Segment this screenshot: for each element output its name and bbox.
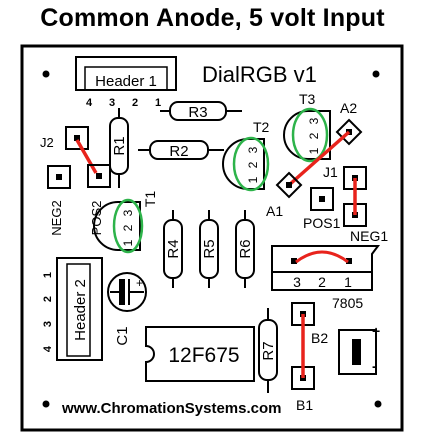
- pad-neg2: NEG2: [47, 165, 71, 236]
- regulator-label: 7805: [332, 295, 363, 311]
- regulator-7805: 3 2 1 7805: [271, 245, 380, 311]
- resistor-r5-label: R5: [201, 239, 218, 258]
- board-outline: [20, 44, 404, 432]
- transistor-t3-pin-3: 3: [307, 117, 321, 124]
- header-1-label: Header 1: [95, 73, 157, 90]
- resistor-r2: R2: [138, 140, 224, 160]
- transistor-t2-pin-2: 2: [246, 161, 260, 168]
- transistor-t2-pin-1: 1: [246, 176, 260, 183]
- pad-neg1-label: NEG1: [350, 228, 388, 244]
- resistor-r4-label: R4: [165, 239, 182, 258]
- transistor-t1: 3 2 1 T1: [93, 191, 158, 254]
- jumper-j1: J1 NEG1: [323, 164, 388, 244]
- pad-j2-label: J2: [40, 135, 54, 150]
- transistor-t1-pin-1: 1: [121, 239, 135, 246]
- transistor-t2-label: T2: [253, 119, 270, 135]
- resistor-r3-label: R3: [188, 104, 207, 121]
- website-url: www.ChromationSystems.com: [61, 400, 282, 417]
- regulator-pin-2: 2: [318, 274, 326, 290]
- resistor-r1-label: R1: [111, 136, 128, 155]
- resistor-r4: R4: [163, 210, 183, 288]
- header-1-pin-1: 1: [155, 97, 161, 109]
- transistor-t1-pin-3: 3: [121, 209, 135, 216]
- header-1: Header 1 4 3 2 1: [75, 56, 177, 109]
- chip-12f675: 12F675: [145, 326, 255, 382]
- mounting-hole-bottom-right: [374, 400, 382, 408]
- mounting-hole-top-left: [42, 70, 50, 78]
- header-1-pin-2: 2: [132, 97, 138, 109]
- header-2-pin-2: 2: [42, 296, 54, 302]
- pad-b2-label: B2: [311, 330, 328, 346]
- resistor-r7: R7: [258, 308, 278, 393]
- pad-a1-label: A1: [266, 203, 283, 219]
- resistor-r7-label: R7: [260, 341, 277, 360]
- pad-a2-label: A2: [340, 100, 357, 116]
- jumper-j2: J2: [40, 126, 98, 174]
- transistor-t2: T2 3 2 1: [222, 119, 270, 192]
- page-title: Common Anode, 5 volt Input: [40, 4, 385, 32]
- pad-a1: A1: [266, 130, 351, 219]
- regulator-pin-1: 1: [344, 274, 352, 290]
- header-2-pin-3: 3: [42, 321, 54, 327]
- pad-j1-label: J1: [323, 164, 338, 180]
- transistor-t3: T3 3 2 1: [283, 91, 331, 163]
- regulator-pin-3: 3: [293, 274, 301, 290]
- pad-pos2-label: POS2: [89, 201, 104, 236]
- power-jack: + -: [338, 323, 380, 375]
- resistor-r6: R6: [235, 210, 255, 288]
- resistor-r2-label: R2: [169, 143, 188, 160]
- pad-pos1-label: POS1: [303, 215, 341, 231]
- resistor-r3: R3: [160, 101, 242, 121]
- header-2: Header 2 1 2 3 4: [42, 257, 103, 361]
- transistor-t3-pin-2: 2: [307, 132, 321, 139]
- power-minus: -: [372, 358, 377, 374]
- mounting-hole-top-right: [372, 70, 380, 78]
- mounting-hole-bottom-left: [42, 400, 50, 408]
- capacitor-polarity: +: [136, 276, 143, 290]
- pad-pos2: POS2: [87, 164, 111, 236]
- capacitor-c1: + C1: [107, 272, 147, 346]
- pad-b1-label: B1: [296, 397, 313, 413]
- capacitor-label: C1: [114, 326, 131, 345]
- transistor-t1-label: T1: [142, 191, 158, 208]
- header-1-pin-3: 3: [109, 97, 115, 109]
- transistor-t1-pin-2: 2: [121, 224, 135, 231]
- jumper-b: B2 B1: [291, 302, 328, 413]
- pad-neg2-label: NEG2: [49, 200, 64, 235]
- header-2-label: Header 2: [72, 279, 89, 341]
- header-2-pin-1: 1: [42, 272, 54, 278]
- transistor-t3-label: T3: [299, 91, 316, 107]
- resistor-r5: R5: [199, 210, 219, 288]
- pad-pos1: POS1: [303, 187, 341, 231]
- resistor-r1: R1: [109, 108, 129, 188]
- transistor-t2-pin-3: 3: [246, 146, 260, 153]
- power-plus: +: [372, 323, 380, 339]
- header-2-pin-4: 4: [42, 345, 54, 352]
- board-name: DialRGB v1: [202, 62, 317, 87]
- transistor-t3-pin-1: 1: [307, 147, 321, 154]
- header-1-pin-4: 4: [86, 97, 93, 109]
- resistor-r6-label: R6: [237, 239, 254, 258]
- chip-label: 12F675: [168, 344, 239, 367]
